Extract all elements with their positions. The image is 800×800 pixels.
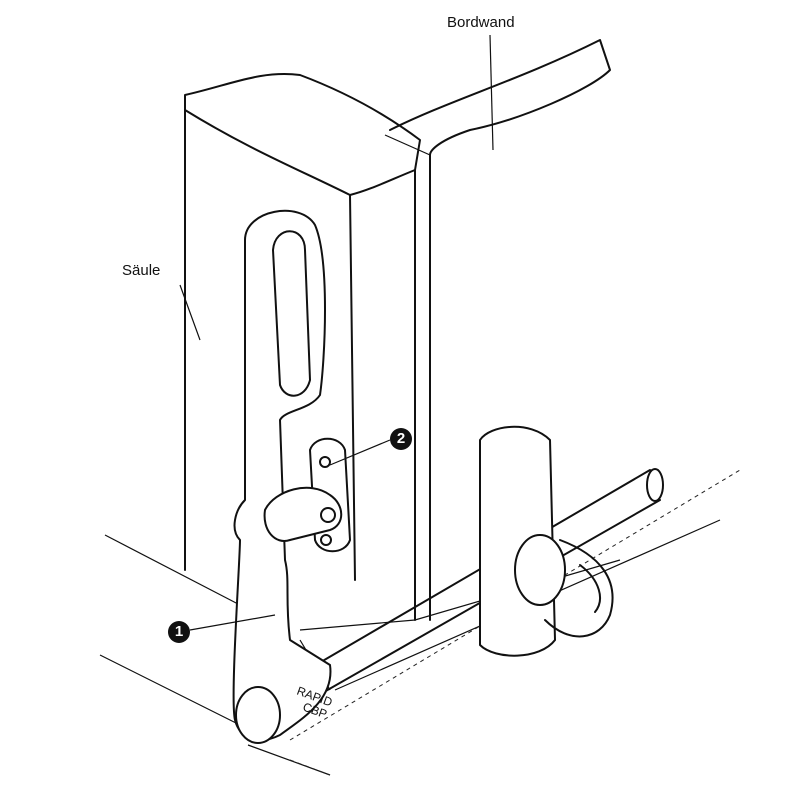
latch-handle [263, 486, 343, 542]
latch-hole [319, 456, 331, 468]
callout-2: 2 [390, 428, 412, 450]
callout-1: 1 [168, 621, 190, 643]
rod-end [646, 468, 664, 502]
lever [232, 209, 332, 741]
side-wall-edge [384, 134, 431, 156]
saeule-leader [179, 284, 201, 341]
rod-dashed [289, 469, 741, 776]
bordwand-leader [489, 34, 494, 151]
hook [544, 539, 614, 638]
lever-eye [235, 686, 281, 744]
callout-1-leader [189, 614, 276, 631]
pillar [184, 73, 421, 196]
rod-clamp [514, 534, 566, 606]
pillar-front [184, 109, 416, 621]
callout-2-leader [329, 439, 391, 466]
latch-hole [320, 534, 332, 546]
floor-line [99, 534, 331, 776]
side-wall [389, 39, 611, 621]
latch-bolt [320, 507, 336, 523]
label-saeule: Säule [122, 262, 161, 279]
lever-slot [272, 230, 311, 397]
label-bordwand: Bordwand [447, 14, 515, 31]
